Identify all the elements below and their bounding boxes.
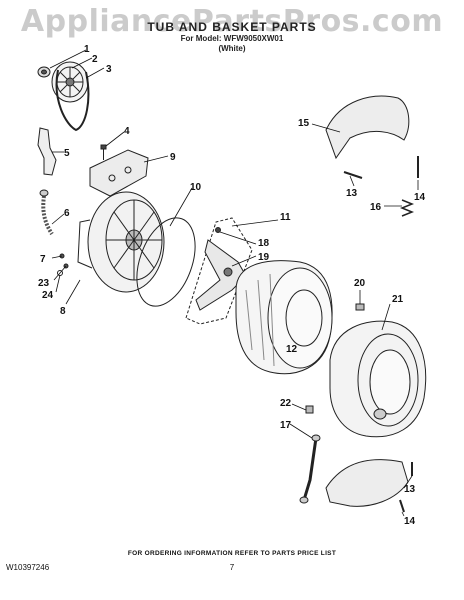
part-2-pulley [51, 61, 89, 103]
part-14-bolt-lower [399, 499, 405, 513]
part-12-basket [235, 260, 333, 375]
callout-12: 12 [286, 344, 298, 355]
part-11-outline [185, 217, 253, 325]
diagram-title: TUB AND BASKET PARTS [147, 20, 317, 34]
callout-15: 15 [298, 118, 310, 129]
part-17-damper [299, 434, 321, 504]
part-6-spring-hose [39, 189, 54, 236]
part-3-belt [55, 69, 90, 132]
callout-19: 19 [258, 252, 270, 263]
callout-16: 16 [370, 202, 382, 213]
callout-4: 4 [124, 126, 130, 137]
callout-1: 1 [84, 44, 90, 55]
part-20-clip [355, 303, 365, 311]
callout-5: 5 [64, 148, 70, 159]
part-15-counterweight [325, 95, 410, 160]
part-10-rear-tub [77, 191, 165, 293]
callout-18: 18 [258, 238, 270, 249]
ordering-note: FOR ORDERING INFORMATION REFER TO PARTS … [127, 550, 337, 557]
part-10-seal-ring [136, 217, 196, 307]
callout-2: 2 [92, 54, 98, 65]
callout-14-lower: 14 [404, 516, 416, 527]
callout-14-upper: 14 [414, 192, 426, 203]
callout-8: 8 [60, 306, 66, 317]
callout-24: 24 [42, 290, 54, 301]
page-number: 7 [229, 563, 235, 572]
callout-13-upper: 13 [346, 188, 358, 199]
callout-23: 23 [38, 278, 50, 289]
part-18-screw [215, 227, 221, 233]
callout-10: 10 [190, 182, 202, 193]
callout-6: 6 [64, 208, 70, 219]
callout-21: 21 [392, 294, 404, 305]
part-13-bolt-upper [343, 171, 363, 179]
callout-9: 9 [170, 152, 176, 163]
model-number: For Model: WFW9050XW01 [180, 34, 284, 43]
part-21-front-tub [329, 320, 427, 438]
callout-22: 22 [280, 398, 292, 409]
watermark-text: AppliancePartsPros.com [20, 4, 444, 39]
callout-13-lower: 13 [404, 484, 416, 495]
part-19-spider [195, 239, 247, 311]
part-1-nut [37, 66, 51, 78]
callout-11: 11 [280, 212, 291, 223]
part-4-bolt [100, 144, 107, 160]
model-variant: (White) [218, 44, 246, 53]
part-22-fastener [305, 405, 314, 414]
document-number: W10397246 [6, 563, 50, 572]
callout-7: 7 [40, 254, 46, 265]
callout-20: 20 [354, 278, 366, 289]
callout-3: 3 [106, 64, 112, 75]
part-9-bracket [89, 149, 149, 197]
part-5-hose [37, 127, 57, 176]
part-16-spring [399, 199, 415, 217]
callout-17: 17 [280, 420, 292, 431]
part-15-lower-counterweight [325, 459, 409, 507]
